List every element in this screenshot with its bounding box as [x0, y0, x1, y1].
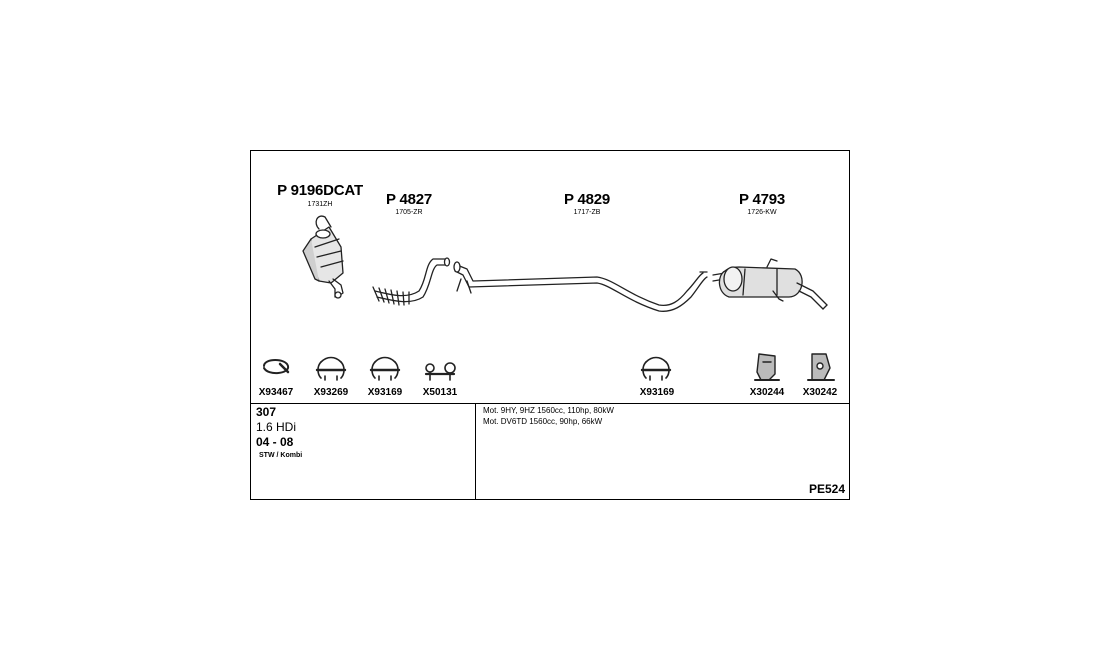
vehicle-engine: 1.6 HDi	[256, 420, 297, 434]
divider	[251, 403, 849, 404]
accessory-code: X30242	[802, 387, 838, 398]
part-number: P 4793	[738, 191, 786, 208]
accessory-code: X93467	[258, 387, 294, 398]
accessory-code: X30244	[749, 387, 785, 398]
part-code: 1731ZH	[307, 201, 333, 208]
part-code: 1726-KW	[747, 209, 777, 216]
engine-spec: Mot. 9HY, 9HZ 1560cc, 110hp, 80kW	[483, 406, 614, 415]
exhaust-diagram-sheet: P 9196DCAT 1731ZH P 4827 1705-ZR P 4829 …	[250, 150, 850, 500]
middle-pipe-drawing	[453, 261, 708, 312]
part-code: 1705-ZR	[395, 209, 423, 216]
accessory-code: X93169	[367, 387, 403, 398]
diagram-code: PE524	[808, 482, 845, 496]
accessory-code: X93269	[313, 387, 349, 398]
u-bolt-clamp-icon	[369, 356, 401, 381]
part-number: P 4829	[563, 191, 611, 208]
rubber-mount-icon	[807, 353, 835, 381]
exhaust-system-drawing	[263, 215, 835, 381]
flange-clamp-icon	[424, 362, 456, 381]
front-pipe-drawing	[372, 257, 451, 306]
divider	[475, 403, 476, 499]
catalytic-converter-drawing	[302, 215, 344, 299]
part-number: P 9196DCAT	[277, 182, 363, 199]
part-number: P 4827	[385, 191, 433, 208]
accessory-code: X93169	[639, 387, 675, 398]
vehicle-years: 04 - 08	[256, 435, 294, 449]
vehicle-body-type: STW / Kombi	[259, 452, 303, 459]
vehicle-model: 307	[256, 405, 277, 419]
u-bolt-clamp-icon	[315, 356, 347, 381]
clamp-icon	[263, 359, 290, 374]
rubber-mount-icon	[754, 353, 780, 381]
part-code: 1717-ZB	[573, 209, 601, 216]
accessory-code: X50131	[422, 387, 458, 398]
u-bolt-clamp-icon	[640, 356, 672, 381]
rear-silencer-drawing	[712, 258, 828, 310]
engine-spec: Mot. DV6TD 1560cc, 90hp, 66kW	[483, 417, 603, 426]
